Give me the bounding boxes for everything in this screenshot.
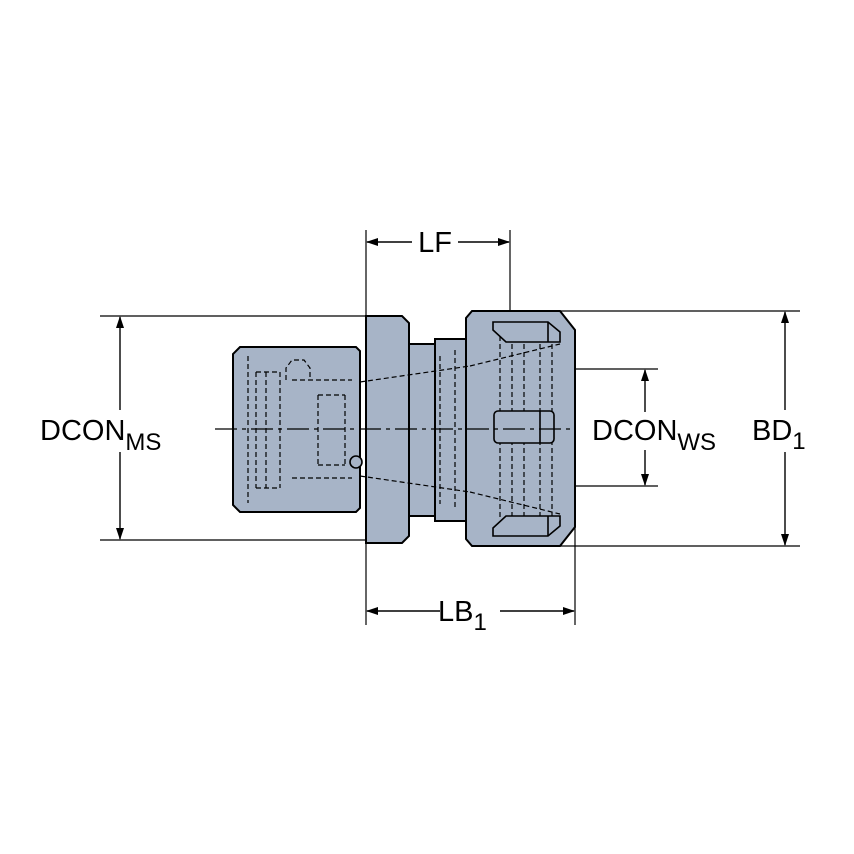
lb-label: LB1	[438, 596, 487, 636]
dcon-ms-label: DCONMS	[40, 415, 161, 456]
dcon-ws-label: DCONWS	[592, 415, 716, 456]
neck	[408, 343, 436, 517]
extension-lines	[100, 230, 800, 625]
bd-label: BD1	[752, 415, 806, 455]
bd-label-main: BD	[752, 415, 792, 447]
dcon-ws-label-sub: WS	[677, 429, 716, 456]
dimension-lines	[116, 238, 789, 615]
bd-label-sub: 1	[792, 428, 805, 455]
dcon-ms-label-main: DCON	[40, 415, 125, 447]
dcon-ms-label-sub: MS	[125, 429, 161, 456]
lb-label-main: LB	[438, 596, 473, 628]
lf-label: LF	[418, 227, 452, 259]
collet-nut-details	[349, 321, 561, 537]
hidden-lines	[247, 336, 561, 520]
lb-label-sub: 1	[473, 609, 486, 636]
dcon-ws-label-main: DCON	[592, 415, 677, 447]
